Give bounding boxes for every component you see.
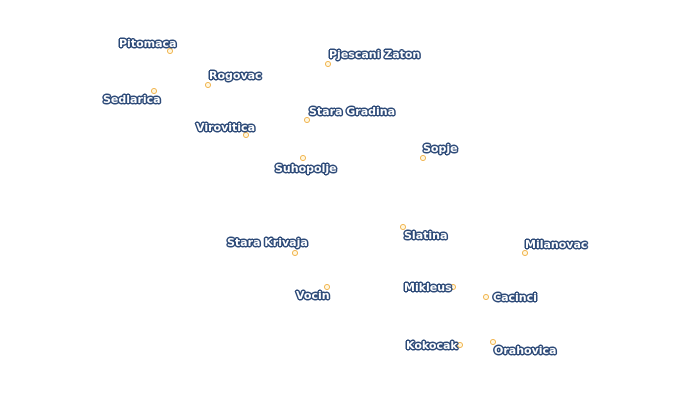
place-marker: [324, 284, 330, 290]
place-label: Pitomaca: [119, 37, 177, 50]
place-marker: [243, 132, 249, 138]
place-marker: [304, 117, 310, 123]
place-marker: [292, 250, 298, 256]
place-marker: [151, 88, 157, 94]
place-label: Sopje: [423, 142, 458, 155]
place-label: Kokocak: [406, 339, 458, 352]
place-marker: [483, 294, 489, 300]
place-label: Orahovica: [494, 344, 557, 357]
place-label: Mikleus: [404, 281, 452, 294]
place-label: Milanovac: [525, 238, 588, 251]
place-marker: [300, 155, 306, 161]
place-label: Suhopolje: [275, 162, 337, 175]
place-marker: [457, 342, 463, 348]
place-marker: [490, 339, 496, 345]
place-label: Slatina: [404, 229, 448, 242]
place-label: Vocin: [296, 289, 330, 302]
place-label: Rogovac: [209, 69, 262, 82]
place-label: Stara Krivaja: [227, 236, 308, 249]
place-label: Pjescani Zaton: [329, 48, 421, 61]
place-marker: [450, 284, 456, 290]
place-marker: [420, 155, 426, 161]
place-marker: [167, 48, 173, 54]
place-label: Stara Gradina: [309, 105, 396, 118]
place-marker: [205, 82, 211, 88]
place-marker: [522, 250, 528, 256]
place-label: Virovitica: [196, 121, 255, 134]
place-label: Cacinci: [493, 291, 537, 304]
place-marker: [400, 224, 406, 230]
place-label: Sedlarica: [103, 93, 161, 106]
place-marker: [325, 61, 331, 67]
